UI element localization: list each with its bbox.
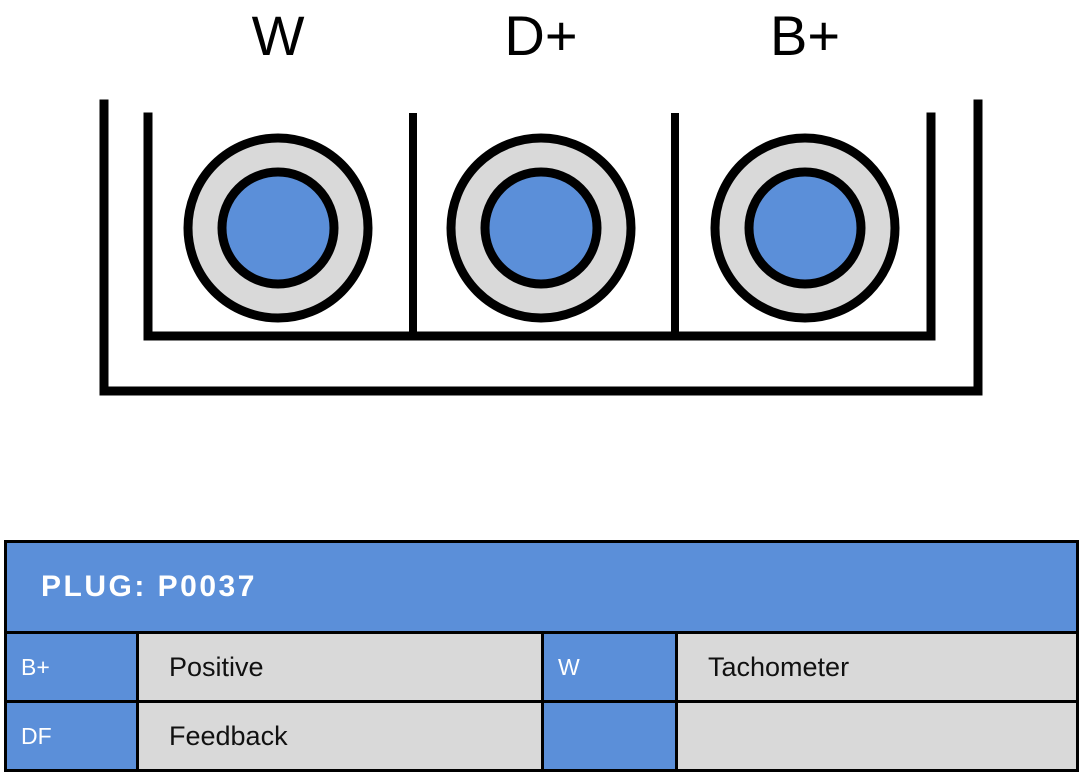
pin-desc-tachometer: Tachometer — [674, 631, 1080, 703]
pin-label-b-plus: B+ — [4, 631, 139, 703]
terminal-label-w: W — [251, 4, 305, 67]
pin-desc-feedback: Feedback — [136, 700, 544, 772]
terminal-label-bplus: B+ — [769, 4, 841, 67]
terminal-bplus-core — [744, 167, 866, 289]
pin-label-empty — [541, 700, 678, 772]
terminal-label-dplus: D+ — [504, 4, 578, 67]
housing-inner-shell — [143, 112, 936, 341]
pin-label-w: W — [541, 631, 678, 703]
pin-desc-positive: Positive — [136, 631, 544, 703]
pin-desc-empty — [674, 700, 1080, 772]
terminal-bplus — [710, 133, 900, 323]
terminal-w-core — [217, 167, 339, 289]
plug-title: PLUG: P0037 — [3, 540, 1080, 634]
table-row: B+ Positive W Tachometer — [4, 631, 1080, 703]
housing-outer-shell — [99, 99, 983, 396]
connector-diagram: W D+ B+ — [99, 4, 983, 396]
plug-housing-svg — [99, 99, 983, 396]
terminal-dplus — [446, 133, 636, 323]
table-row: DF Feedback — [4, 700, 1080, 772]
pinout-table: PLUG: P0037 B+ Positive W Tachometer DF … — [3, 540, 1080, 772]
terminal-w — [183, 133, 373, 323]
terminal-dplus-core — [480, 167, 602, 289]
table-header-row: PLUG: P0037 — [3, 540, 1080, 634]
pin-label-df: DF — [4, 700, 139, 772]
